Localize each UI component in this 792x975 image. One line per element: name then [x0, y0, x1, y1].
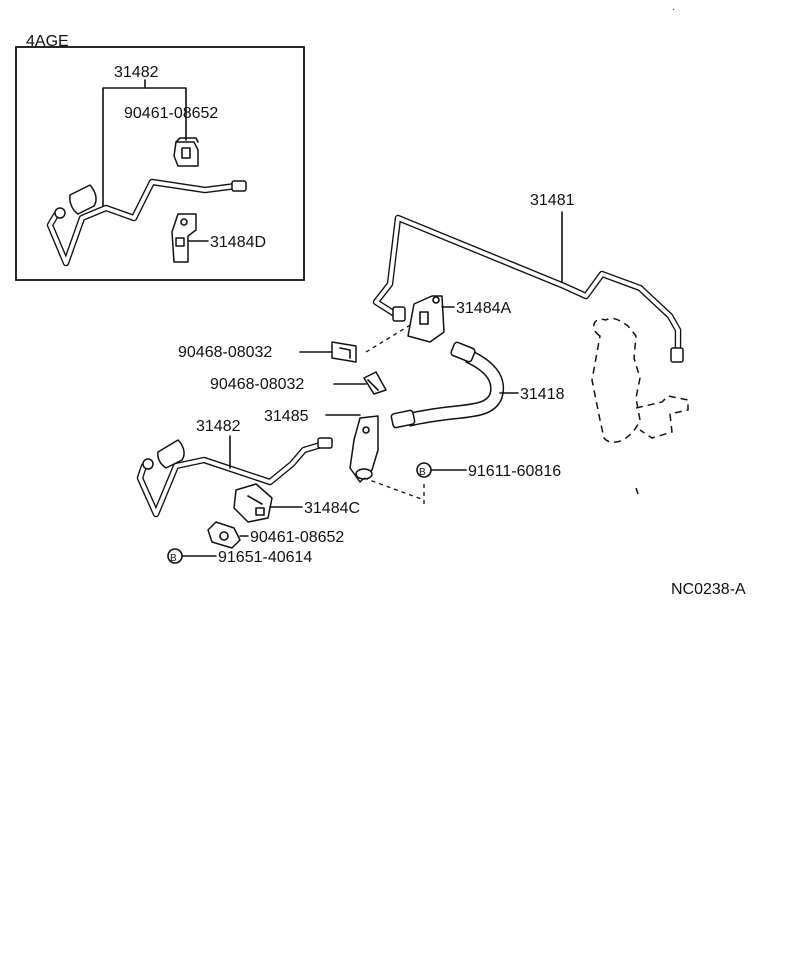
tube-31481	[372, 214, 684, 363]
corner-mark: ·	[672, 4, 675, 15]
label-91611: 91611-60816	[468, 463, 561, 480]
hose-31418	[390, 341, 505, 429]
master-cylinder-outline	[591, 317, 689, 495]
bolt-marker-91611: B	[416, 462, 432, 478]
clamp-31484c	[233, 483, 273, 523]
label-90461: 90461-08652	[250, 529, 344, 546]
clamp-90461	[207, 521, 241, 549]
inset-clamp	[173, 137, 199, 167]
bolt-marker-91651: B	[167, 548, 183, 564]
label-31418: 31418	[520, 386, 565, 403]
bracket-31484a	[407, 295, 445, 343]
inset-label-90461: 90461-08652	[124, 105, 218, 122]
label-31482: 31482	[196, 418, 241, 435]
inset-bracket-31484d	[171, 213, 209, 263]
bolt-marker-91611-letter: B	[419, 467, 426, 478]
clip-90468-lower	[363, 371, 387, 395]
label-90468-lower: 90468-08032	[210, 376, 304, 393]
inset-frame	[15, 46, 305, 281]
inset-tube	[46, 178, 247, 267]
inset-label-31484d: 31484D	[210, 234, 266, 251]
label-91651: 91651-40614	[218, 549, 312, 566]
tube-31482	[136, 437, 333, 518]
figure-code: NC0238-A	[671, 581, 746, 598]
bolt-marker-91651-letter: B	[170, 553, 177, 564]
clip-90468-upper	[331, 341, 357, 363]
inset-engine-label: 4AGE	[26, 33, 69, 50]
label-31484c: 31484C	[304, 500, 360, 517]
label-31484a: 31484A	[456, 300, 511, 317]
bracket-31485	[349, 415, 379, 483]
inset-4age: 4AGE 31482 90461-08652 31484D	[15, 33, 305, 281]
label-31481: 31481	[530, 192, 575, 209]
inset-label-31482: 31482	[114, 64, 159, 81]
label-90468-upper: 90468-08032	[178, 344, 272, 361]
label-31485: 31485	[264, 408, 309, 425]
